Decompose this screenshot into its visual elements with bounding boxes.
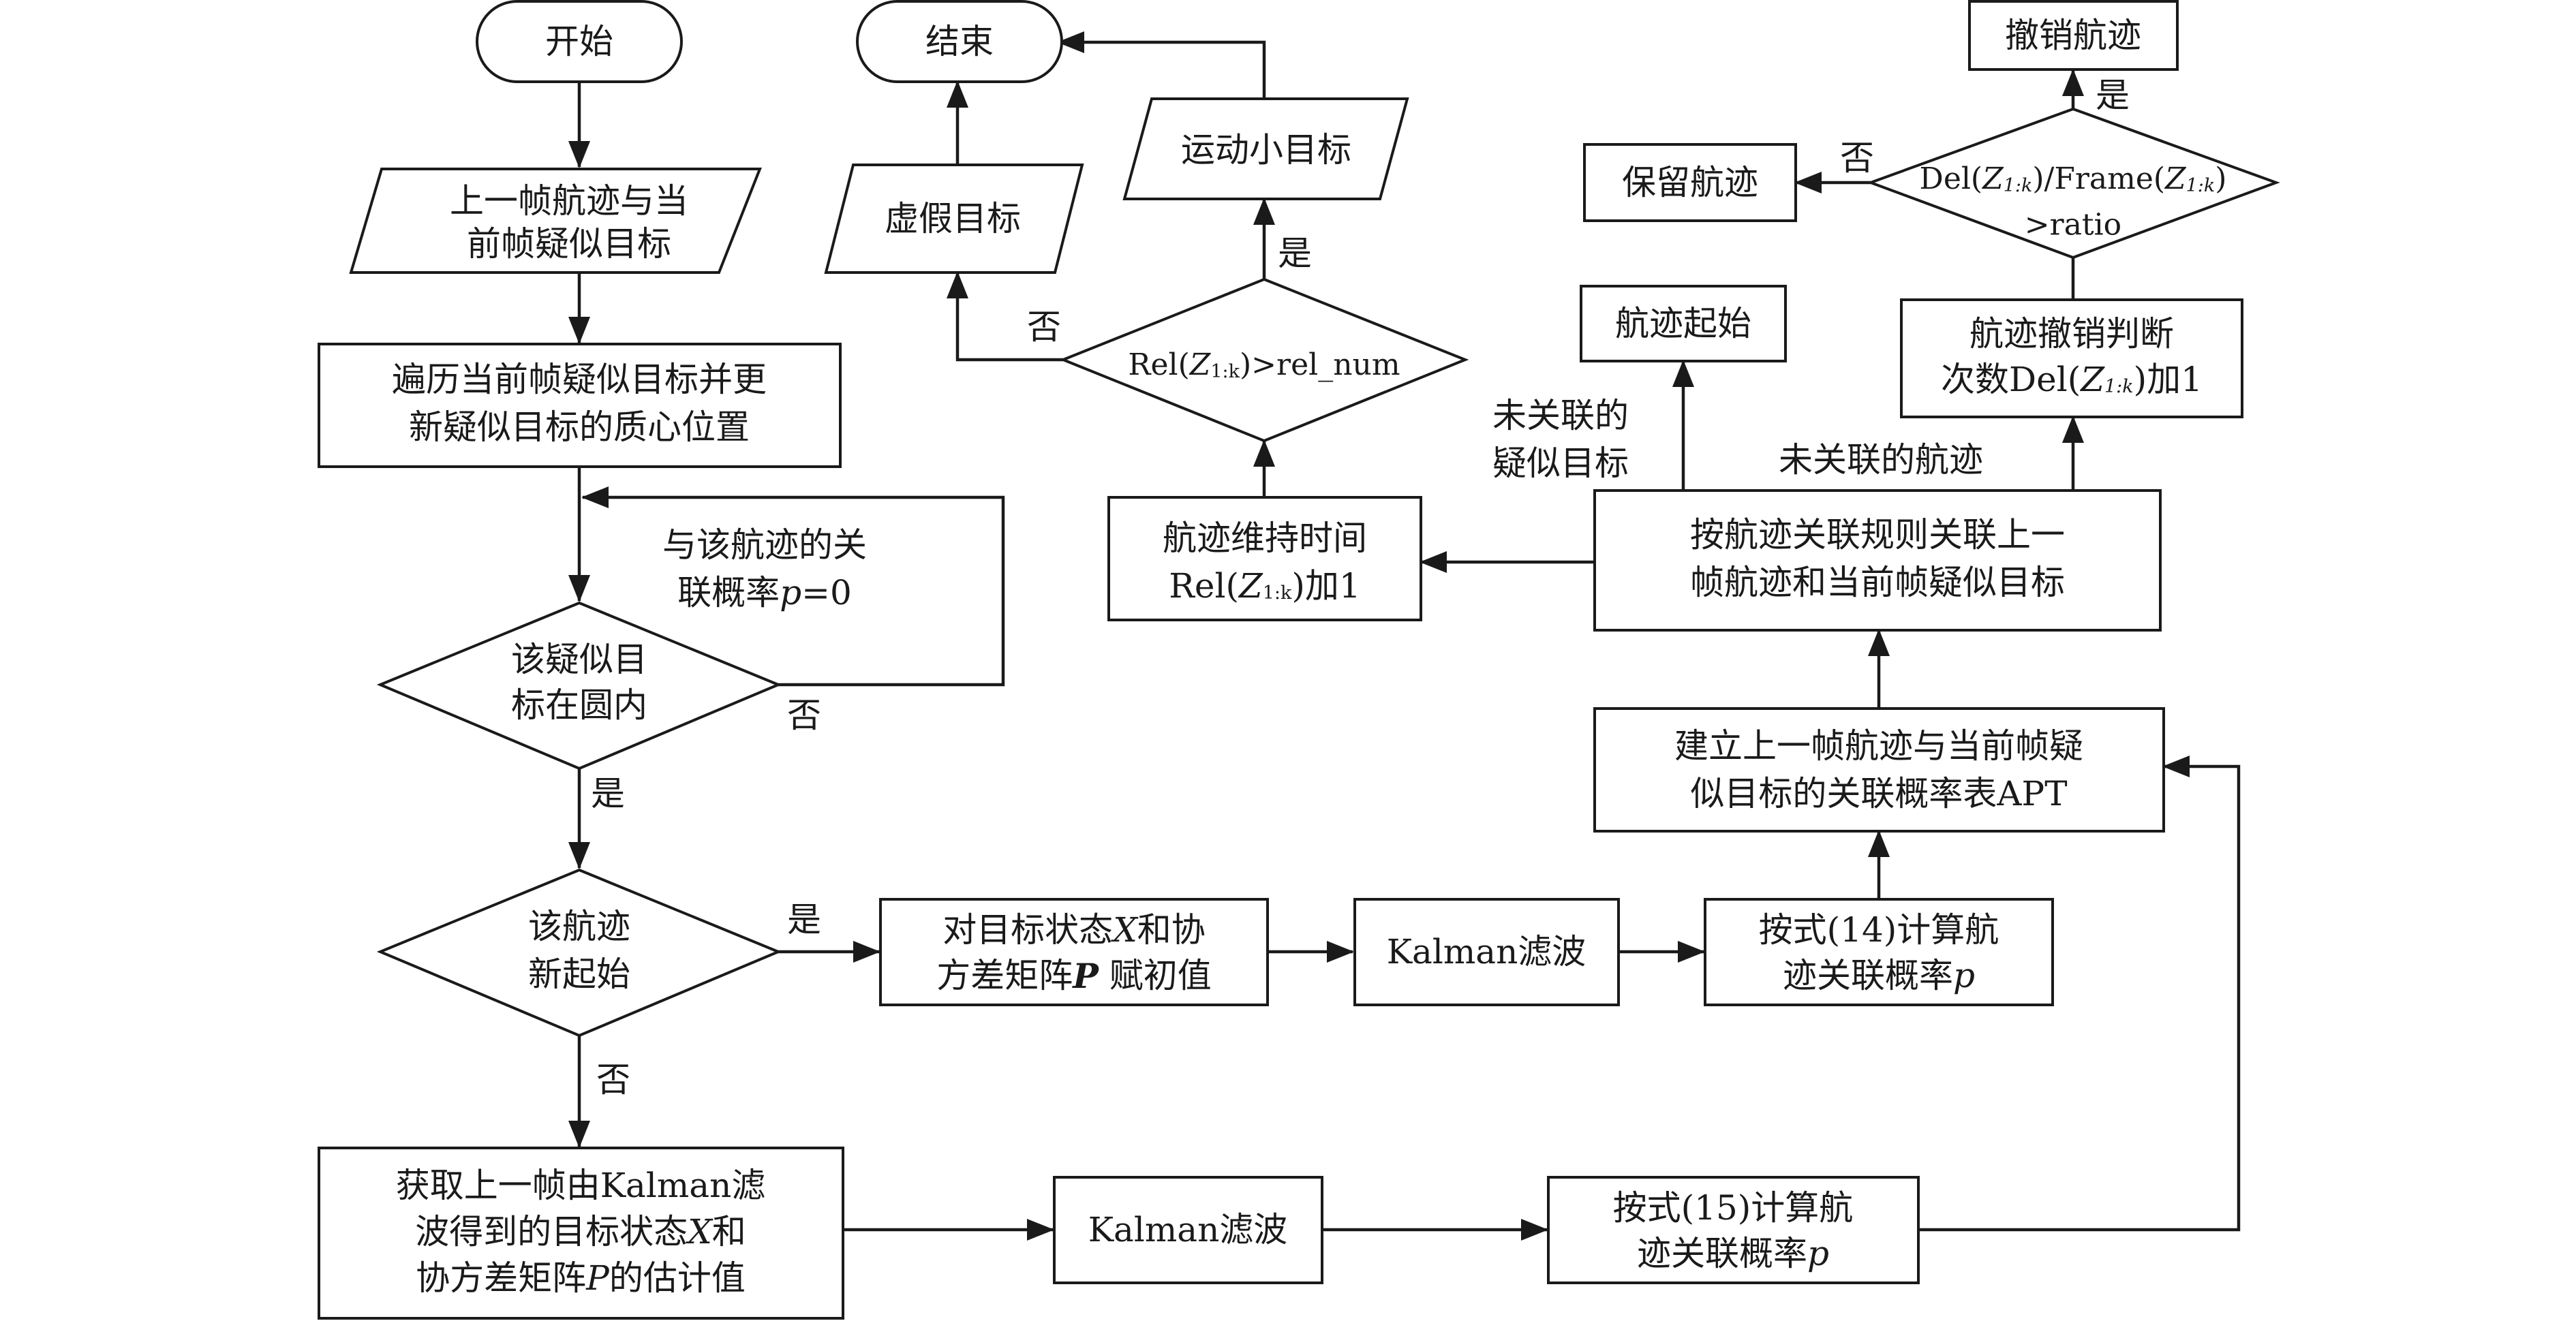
cancel-node: 撤销航迹 <box>1968 0 2179 71</box>
edge-circle-no-loop <box>581 486 1005 687</box>
label-in-circle-no: 否 <box>787 696 821 735</box>
svg-text:波得到的目标状态X和: 波得到的目标状态X和 <box>415 1212 746 1252</box>
svg-text:帧航迹和当前帧疑似目标: 帧航迹和当前帧疑似目标 <box>1690 563 2065 602</box>
label-unassoc-target-2: 疑似目标 <box>1492 444 1629 483</box>
init-node: 对目标状态X和协 方差矩阵P 赋初值 <box>879 898 1269 1006</box>
end-node: 结束 <box>856 0 1063 83</box>
svg-text:保留航迹: 保留航迹 <box>1622 163 1758 202</box>
svg-text:Kalman滤波: Kalman滤波 <box>1387 932 1586 972</box>
label-unassoc-track: 未关联的航迹 <box>1779 440 1983 480</box>
svg-text:航迹维持时间: 航迹维持时间 <box>1163 518 1367 558</box>
svg-text:Rel(Z1:k)>rel_num: Rel(Z1:k)>rel_num <box>1128 347 1400 382</box>
track-start-node: 航迹起始 <box>1580 285 1787 362</box>
svg-text:撤销航迹: 撤销航迹 <box>2005 16 2141 55</box>
svg-text:建立上一帧航迹与当前帧疑: 建立上一帧航迹与当前帧疑 <box>1674 726 2083 766</box>
cancel-judge-node: 航迹撤销判断 次数Del(Z1:k)加1 <box>1900 298 2243 418</box>
svg-text:上一帧航迹与当: 上一帧航迹与当 <box>450 181 688 221</box>
svg-text:对目标状态X和协: 对目标状态X和协 <box>942 910 1206 950</box>
kalman-2-node: Kalman滤波 <box>1053 1176 1323 1284</box>
svg-text:虚假目标: 虚假目标 <box>885 199 1021 238</box>
label-in-circle-yes: 是 <box>591 774 625 813</box>
svg-text:迹关联概率p: 迹关联概率p <box>1637 1234 1829 1273</box>
in-circle-decision: 该疑似目 标在圆内 <box>376 601 782 771</box>
svg-text:Kalman滤波: Kalman滤波 <box>1088 1210 1288 1249</box>
get-prev-node: 获取上一帧由Kalman滤 波得到的目标状态X和 协方差矩阵P的估计值 <box>318 1147 844 1320</box>
svg-text:Rel(Z1:k)加1: Rel(Z1:k)加1 <box>1169 566 1360 606</box>
svg-text:似目标的关联概率表APT: 似目标的关联概率表APT <box>1690 774 2067 813</box>
edge-calc15-apt <box>1918 756 2241 1232</box>
label-new-no: 否 <box>596 1060 630 1100</box>
label-rel-no: 否 <box>1027 307 1061 347</box>
traverse-node: 遍历当前帧疑似目标并更 新疑似目标的质心位置 <box>318 343 842 468</box>
svg-text:该疑似目: 该疑似目 <box>511 640 647 679</box>
svg-text:与该航迹的关: 与该航迹的关 <box>662 525 867 565</box>
svg-text:该航迹: 该航迹 <box>528 907 630 946</box>
svg-text:Del(Z1:k)/Frame(Z1:k): Del(Z1:k)/Frame(Z1:k) <box>1920 161 2227 196</box>
new-track-decision: 该航迹 新起始 <box>376 868 782 1038</box>
keep-node: 保留航迹 <box>1583 143 1797 222</box>
svg-text:联概率p=0: 联概率p=0 <box>677 573 852 612</box>
svg-text:方差矩阵P 赋初值: 方差矩阵P 赋初值 <box>936 956 1212 996</box>
small-target-node: 运动小目标 <box>1122 97 1409 200</box>
svg-text:按式(14)计算航: 按式(14)计算航 <box>1759 910 1999 950</box>
svg-text:航迹撤销判断: 航迹撤销判断 <box>1969 314 2174 354</box>
svg-text:开始: 开始 <box>545 22 613 61</box>
svg-text:遍历当前帧疑似目标并更: 遍历当前帧疑似目标并更 <box>392 360 767 399</box>
svg-text:迹关联概率p: 迹关联概率p <box>1783 956 1975 995</box>
svg-text:获取上一帧由Kalman滤: 获取上一帧由Kalman滤 <box>396 1166 766 1205</box>
apt-node: 建立上一帧航迹与当前帧疑 似目标的关联概率表APT <box>1593 707 2165 833</box>
label-ratio-yes: 是 <box>2096 76 2130 115</box>
label-ratio-no: 否 <box>1840 138 1874 178</box>
svg-text:次数Del(Z1:k)加1: 次数Del(Z1:k)加1 <box>1941 360 2203 399</box>
svg-text:新起始: 新起始 <box>528 954 630 994</box>
kalman-1-node: Kalman滤波 <box>1353 898 1620 1006</box>
associate-node: 按航迹关联规则关联上一 帧航迹和当前帧疑似目标 <box>1593 489 2162 632</box>
edge-labels: 否 是 是 否 是 否 未关联的 疑似目标 未关联的航迹 是 否 <box>591 76 2130 1100</box>
label-rel-yes: 是 <box>1278 234 1312 273</box>
svg-text:航迹起始: 航迹起始 <box>1615 304 1751 343</box>
edge-rel-false <box>947 271 1063 362</box>
label-unassoc-target: 未关联的 <box>1492 396 1629 435</box>
set-zero-label: 与该航迹的关 联概率p=0 <box>662 525 867 612</box>
edge-small-end <box>1057 31 1266 99</box>
svg-text:按航迹关联规则关联上一: 按航迹关联规则关联上一 <box>1690 515 2065 555</box>
rel-check-decision: Rel(Z1:k)>rel_num <box>1059 277 1469 443</box>
input-node: 上一帧航迹与当 前帧疑似目标 <box>349 168 762 274</box>
svg-text:结束: 结束 <box>925 22 994 61</box>
ratio-check-decision: Del(Z1:k)/Frame(Z1:k) >ratio <box>1867 107 2280 260</box>
svg-text:协方差矩阵P的估计值: 协方差矩阵P的估计值 <box>416 1258 746 1298</box>
false-target-node: 虚假目标 <box>824 164 1084 274</box>
svg-text:前帧疑似目标: 前帧疑似目标 <box>467 224 671 264</box>
svg-text:标在圆内: 标在圆内 <box>511 685 647 725</box>
svg-text:新疑似目标的质心位置: 新疑似目标的质心位置 <box>409 407 750 447</box>
start-node: 开始 <box>476 0 683 83</box>
calc15-node: 按式(15)计算航 迹关联概率p <box>1547 1176 1920 1284</box>
svg-text:>ratio: >ratio <box>2025 208 2121 243</box>
maintain-node: 航迹维持时间 Rel(Z1:k)加1 <box>1107 496 1422 621</box>
label-new-yes: 是 <box>787 900 821 939</box>
svg-text:运动小目标: 运动小目标 <box>1181 130 1351 170</box>
calc14-node: 按式(14)计算航 迹关联概率p <box>1704 898 2054 1006</box>
svg-text:按式(15)计算航: 按式(15)计算航 <box>1613 1188 1854 1228</box>
